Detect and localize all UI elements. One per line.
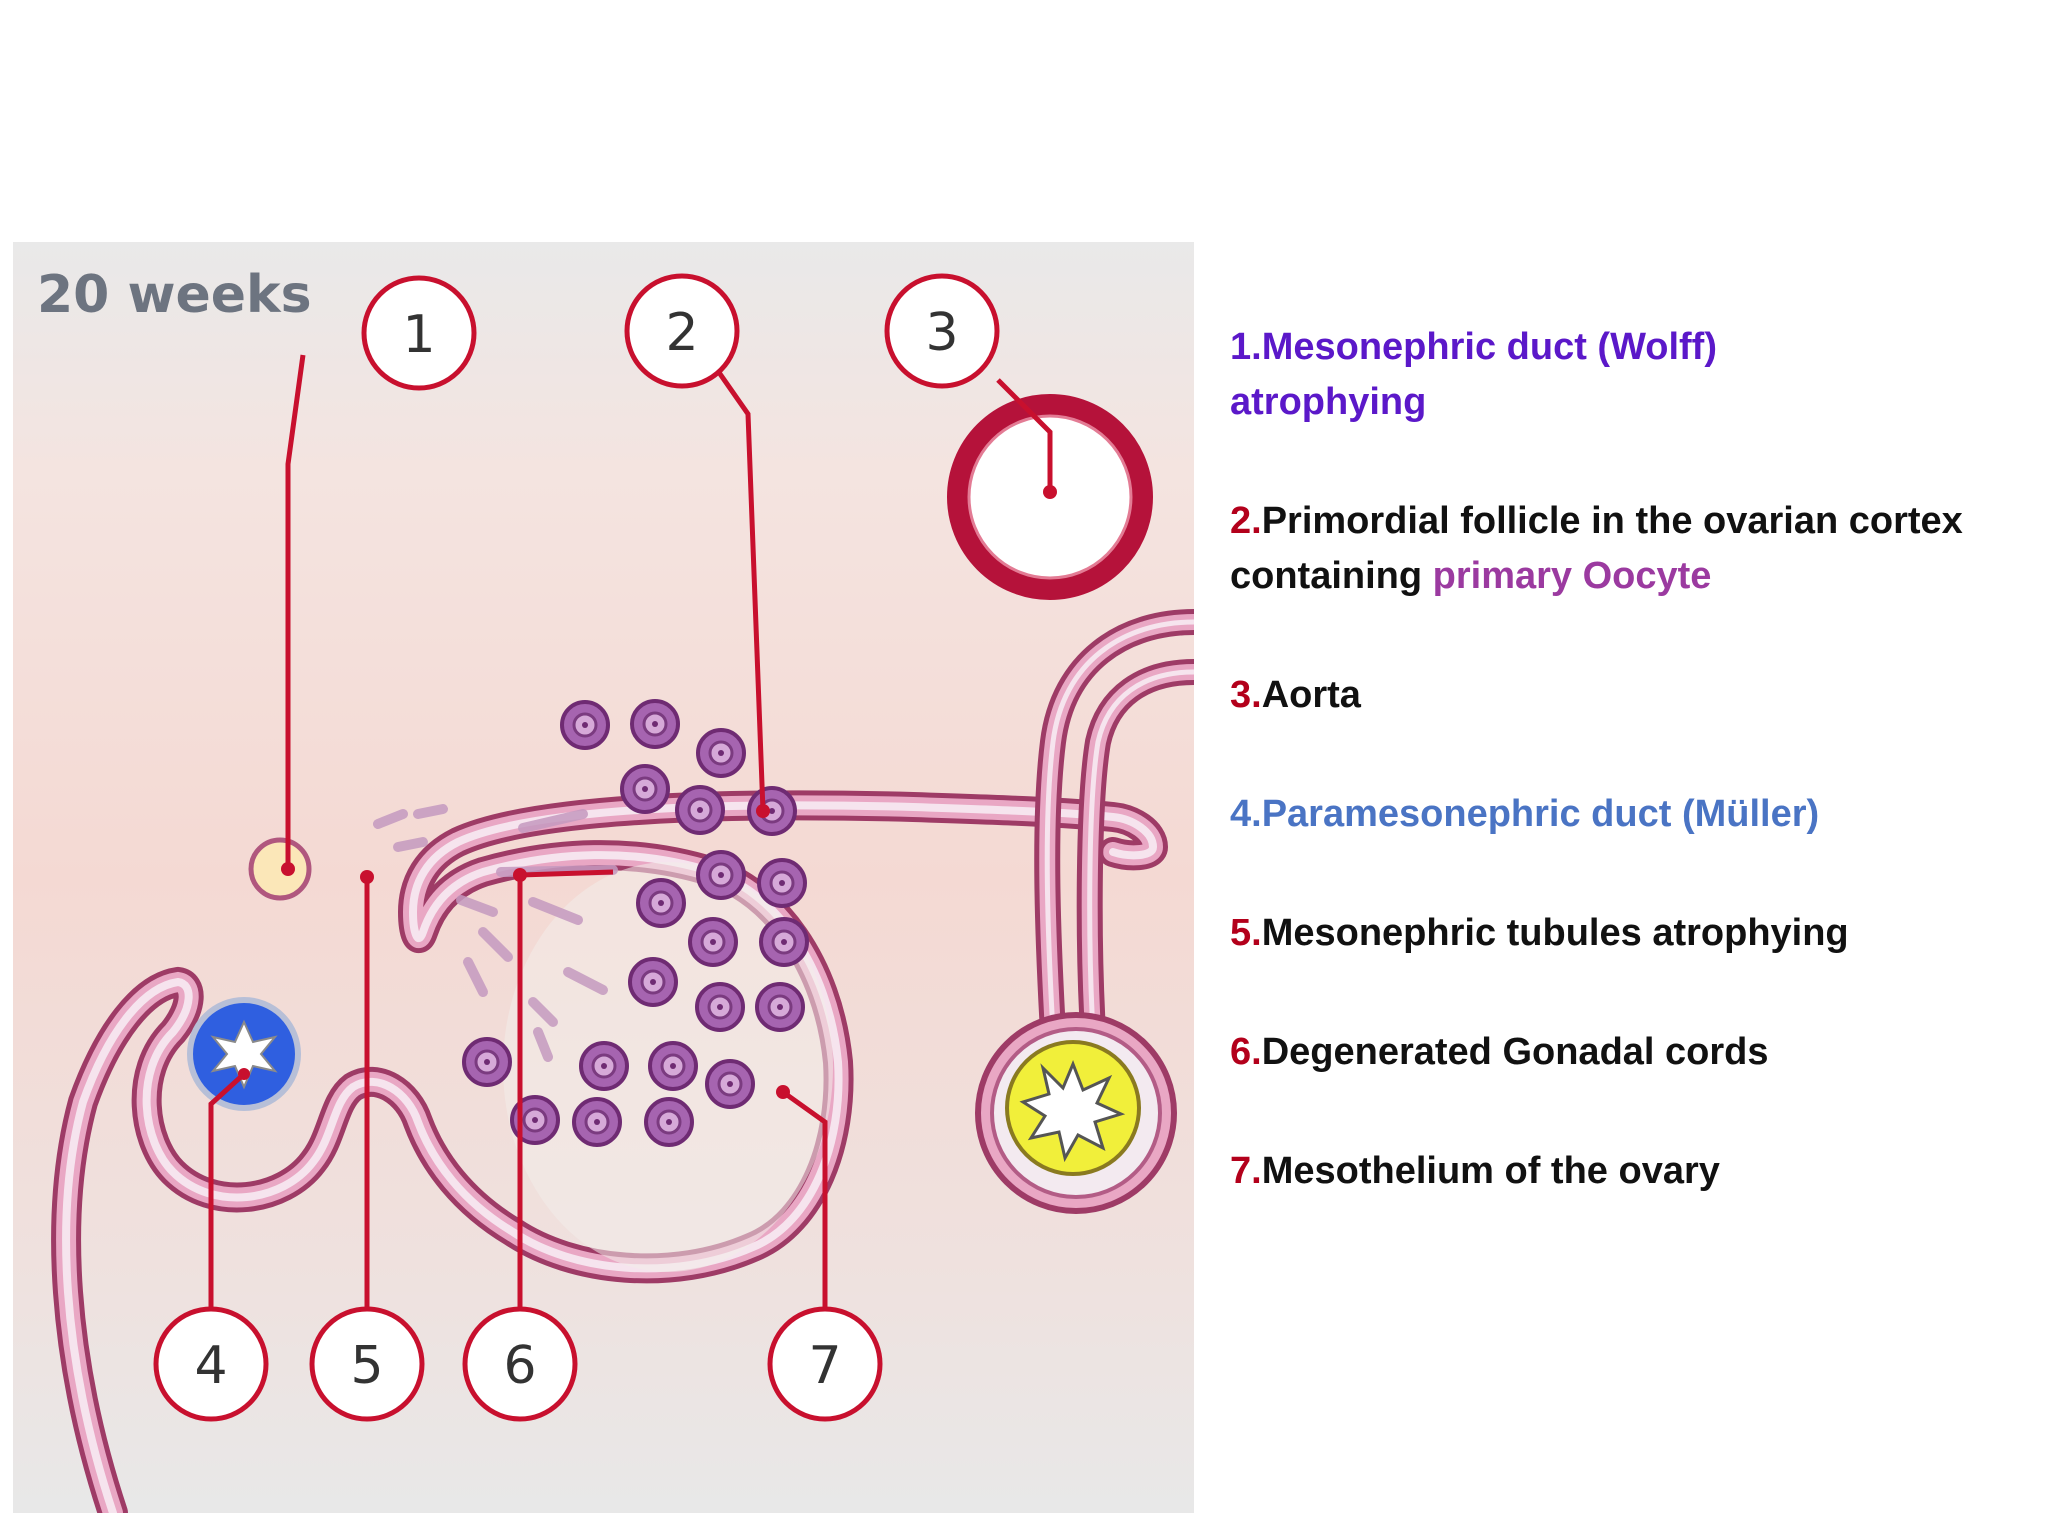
- legend-item-7: 7.Mesothelium of the ovary: [1230, 1144, 2030, 1199]
- primordial-follicles: [462, 699, 809, 1147]
- legend-text: Mesonephric duct (Wolff): [1261, 326, 1717, 368]
- legend-item-3: 3.Aorta: [1230, 668, 2030, 723]
- svg-text:6: 6: [503, 1336, 536, 1396]
- callout-5: 5: [309, 1306, 425, 1422]
- legend-number: 7.: [1230, 1150, 1262, 1192]
- legend-item-5: 5.Mesonephric tubules atrophying: [1230, 906, 2030, 961]
- embryology-figure: 20 weeks: [13, 242, 1194, 1513]
- legend-text-continued: atrophying: [1230, 381, 1427, 423]
- callout-6: 6: [462, 1306, 578, 1422]
- legend-item-1: 1.Mesonephric duct (Wolff) atrophying: [1230, 320, 2030, 430]
- legend-text: Degenerated Gonadal cords: [1261, 1031, 1769, 1073]
- callout-1: 1: [361, 275, 477, 391]
- body-wall-tube: [51, 790, 1169, 1513]
- legend-number: 3.: [1230, 674, 1262, 716]
- callout-3: 3: [884, 273, 1000, 389]
- legend-number: 2.: [1230, 500, 1262, 542]
- legend-text: Paramesonephric duct (Müller): [1261, 793, 1820, 835]
- svg-text:2: 2: [665, 303, 698, 363]
- leader-lines: [208, 354, 1053, 1341]
- legend-text-continued: containing: [1230, 555, 1433, 597]
- mesonephric-duct: [248, 837, 312, 901]
- callout-7: 7: [767, 1306, 883, 1422]
- legend-text: Mesonephric tubules atrophying: [1261, 912, 1849, 954]
- legend-item-4: 4.Paramesonephric duct (Müller): [1230, 787, 2030, 842]
- gut-star-lumen: [1019, 1059, 1126, 1163]
- legend-number: 4.: [1230, 793, 1262, 835]
- legend-text: Primordial follicle in the ovarian corte…: [1261, 500, 1963, 542]
- legend-text: Mesothelium of the ovary: [1261, 1150, 1720, 1192]
- svg-text:4: 4: [194, 1336, 227, 1396]
- leader-dots: [238, 485, 1057, 1099]
- legend-text: Aorta: [1261, 674, 1361, 716]
- stage-label: 20 weeks: [37, 265, 312, 325]
- svg-text:5: 5: [350, 1336, 383, 1396]
- callout-2: 2: [624, 273, 740, 389]
- svg-text:3: 3: [925, 303, 958, 363]
- legend-number: 6.: [1230, 1031, 1262, 1073]
- legend-number: 5.: [1230, 912, 1262, 954]
- svg-text:1: 1: [402, 305, 435, 365]
- paramesonephric-duct: [187, 997, 301, 1111]
- legend-item-6: 6.Degenerated Gonadal cords: [1230, 1025, 2030, 1080]
- callout-4: 4: [153, 1306, 269, 1422]
- gut-mesentery: [975, 609, 1194, 1214]
- legend-number: 1.: [1230, 326, 1262, 368]
- legend-text-highlight: primary Oocyte: [1432, 555, 1712, 597]
- legend-item-2: 2.Primordial follicle in the ovarian cor…: [1230, 494, 2030, 604]
- svg-text:7: 7: [808, 1336, 841, 1396]
